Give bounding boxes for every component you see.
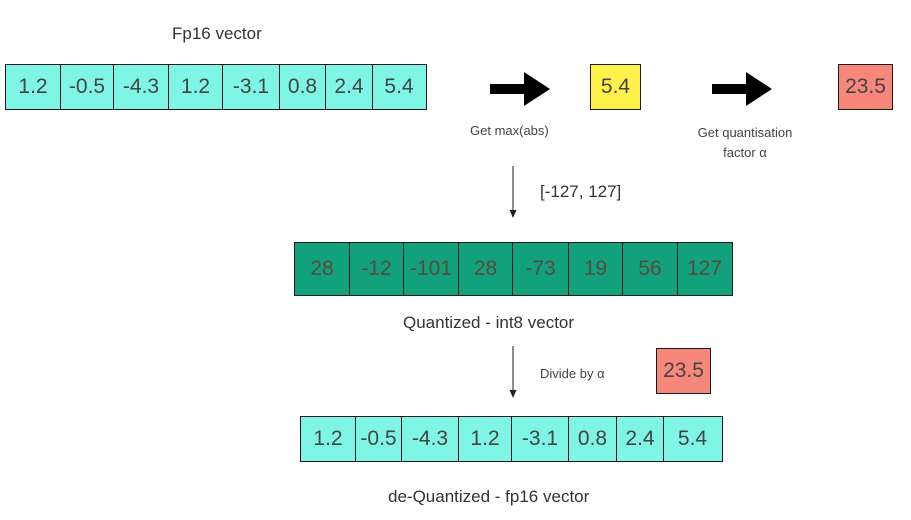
- int8-cell: 19: [567, 242, 624, 296]
- vector-cell: 5.4: [371, 64, 427, 110]
- int8-cell: 56: [622, 242, 678, 296]
- right-arrow-icon: [712, 72, 772, 106]
- down-arrow-icon: [509, 166, 517, 218]
- vector-cell: -4.3: [401, 416, 459, 462]
- vector-cell: 2.4: [325, 64, 373, 110]
- int8-cell: -73: [512, 242, 569, 296]
- vector-cell: 5.4: [662, 416, 723, 462]
- int8-cell: -12: [348, 242, 405, 296]
- divide-by-alpha-caption: Divide by α: [540, 366, 605, 381]
- vector-cell: -4.3: [113, 64, 169, 110]
- get-max-abs-caption: Get max(abs): [470, 123, 549, 138]
- quantisation-factor-box: 23.5: [838, 64, 893, 110]
- down-arrow-icon: [509, 346, 517, 398]
- vector-cell: 2.4: [616, 416, 664, 462]
- vector-cell: 1.2: [167, 64, 224, 110]
- dequantized-vector-caption: de-Quantized - fp16 vector: [388, 487, 590, 506]
- int8-range-label: [-127, 127]: [540, 182, 622, 201]
- int8-cell: 127: [676, 242, 733, 296]
- quantisation-factor-caption-line1: Get quantisation: [697, 125, 793, 140]
- vector-cell: 0.8: [567, 416, 618, 462]
- vector-cell: -0.5: [354, 416, 403, 462]
- vector-cell: 1.2: [457, 416, 513, 462]
- fp16-vector-title: Fp16 vector: [172, 24, 262, 43]
- vector-cell: -0.5: [59, 64, 115, 110]
- vector-cell: 0.8: [278, 64, 327, 110]
- vector-cell: -3.1: [222, 64, 280, 110]
- vector-cell: 1.2: [300, 416, 356, 462]
- right-arrow-icon: [490, 72, 550, 106]
- vector-cell: 1.2: [5, 64, 61, 110]
- quantisation-factor-caption-line2: factor α: [723, 145, 767, 160]
- vector-cell: -3.1: [511, 416, 569, 462]
- int8-cell: -101: [403, 242, 459, 296]
- int8-cell: 28: [294, 242, 350, 296]
- divide-factor-box: 23.5: [656, 348, 711, 394]
- int8-vector-caption: Quantized - int8 vector: [403, 313, 575, 332]
- int8-cell: 28: [457, 242, 514, 296]
- max-abs-value-box: 5.4: [590, 64, 641, 110]
